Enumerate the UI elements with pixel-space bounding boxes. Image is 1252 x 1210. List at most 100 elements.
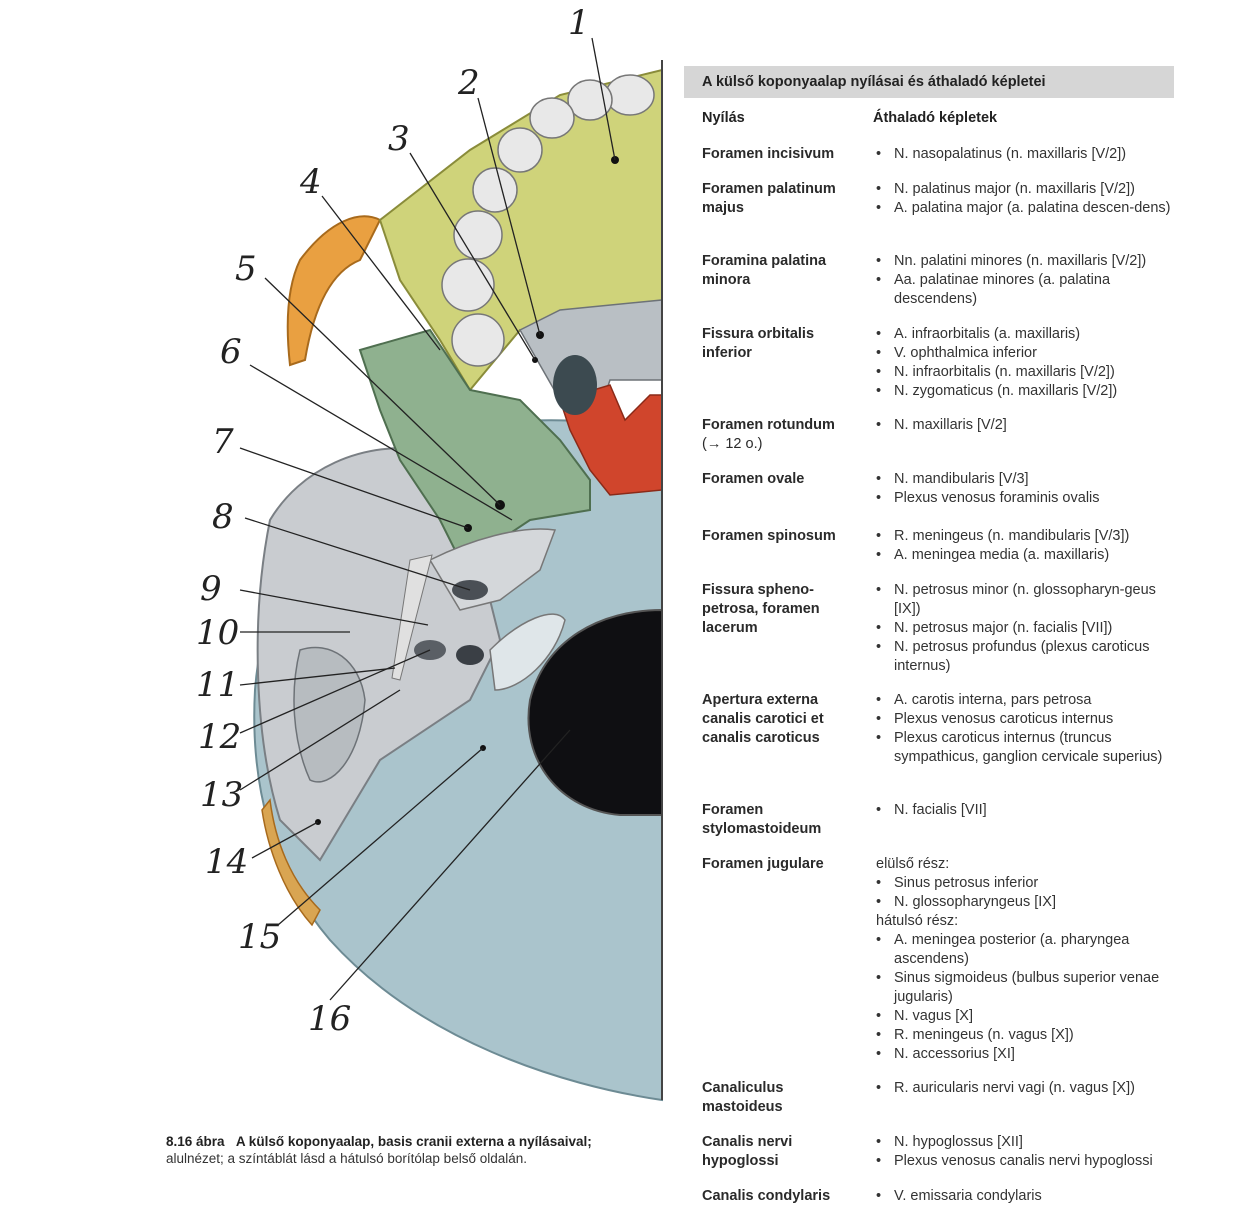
structure-item: N. petrosus minor (n. glossopharyn-geus … — [874, 581, 1184, 619]
skull-base-illustration — [239, 37, 663, 1102]
structures-list: A. carotis interna, pars petrosaPlexus v… — [874, 691, 1184, 767]
structures-list: N. hypoglossus [XII]Plexus venosus canal… — [874, 1133, 1184, 1171]
opening-name-text: Foramen incisivum — [702, 146, 835, 162]
structure-item: N. hypoglossus [XII] — [874, 1133, 1184, 1152]
structure-item: N. accessorius [XI] — [874, 1045, 1184, 1064]
jugular-foramen — [456, 645, 484, 665]
structure-item: R. auricularis nervi vagi (n. vagus [X]) — [874, 1079, 1184, 1098]
label-5: 5 — [235, 249, 257, 289]
opening-name-text: Foramen stylomastoideum — [702, 802, 822, 837]
opening-name: Foramen ovale — [702, 470, 862, 489]
zygomatic-bone — [286, 215, 382, 367]
opening-name-text: Foramen rotundum — [702, 417, 835, 433]
structure-item: A. palatina major (a. palatina descen-de… — [874, 199, 1184, 218]
structures-list: N. maxillaris [V/2] — [874, 416, 1184, 435]
structure-item: N. glossopharyngeus [IX] — [874, 893, 1184, 912]
structures-list: N. nasopalatinus (n. maxillaris [V/2]) — [874, 145, 1184, 164]
column-header-structures: Áthaladó képletek — [873, 110, 998, 126]
structure-item: N. maxillaris [V/2] — [874, 416, 1184, 435]
structures-list: V. emissaria condylaris — [874, 1187, 1184, 1206]
structure-item: A. meningea media (a. maxillaris) — [874, 546, 1184, 565]
structure-item: Plexus venosus caroticus internus — [874, 710, 1184, 729]
structure-item: R. meningeus (n. mandibularis [V/3]) — [874, 527, 1184, 546]
structure-item: A. meningea posterior (a. pharyngea asce… — [874, 931, 1184, 969]
opening-name-text: Canalis nervi hypoglossi — [702, 1134, 793, 1169]
structure-item: R. meningeus (n. vagus [X]) — [874, 1026, 1184, 1045]
label-13: 13 — [200, 775, 244, 815]
structure-item: Sinus petrosus inferior — [874, 874, 1184, 893]
structures-list: N. palatinus major (n. maxillaris [V/2])… — [874, 180, 1184, 218]
structure-item: Sinus sigmoideus (bulbus superior venae … — [874, 969, 1184, 1007]
structure-item: Plexus venosus foraminis ovalis — [874, 489, 1184, 508]
structure-item: Nn. palatini minores (n. maxillaris [V/2… — [874, 252, 1184, 271]
structures-list: R. auricularis nervi vagi (n. vagus [X]) — [874, 1079, 1184, 1098]
occipital-condyle — [489, 613, 566, 691]
opening-name: Fissura spheno-petrosa, foramen lacerum — [702, 581, 862, 638]
mastoid-process — [293, 646, 366, 783]
foramen-magnum — [527, 608, 663, 816]
structure-item: N. petrosus profundus (plexus caroticus … — [874, 638, 1184, 676]
structures-list: R. meningeus (n. mandibularis [V/3])A. m… — [874, 527, 1184, 565]
structure-item: Plexus venosus canalis nervi hypoglossi — [874, 1152, 1184, 1171]
structures-list: N. facialis [VII] — [874, 801, 1184, 820]
label-7: 7 — [212, 422, 234, 462]
skull-base-figure: 1 2 3 4 5 6 7 8 9 10 11 12 13 14 15 16 — [0, 0, 665, 1105]
opening-name-text: Foramen ovale — [702, 471, 805, 487]
caption-title: A külső koponyaalap, basis cranii extern… — [235, 1134, 592, 1149]
label-3: 3 — [388, 119, 410, 159]
structure-item: N. nasopalatinus (n. maxillaris [V/2]) — [874, 145, 1184, 164]
opening-note: (→ 12 o.) — [702, 436, 763, 452]
structure-subheading: hátulsó rész: — [876, 913, 959, 929]
structure-item: A. infraorbitalis (a. maxillaris) — [874, 325, 1184, 344]
table-title-bar: A külső koponyaalap nyílásai és áthaladó… — [684, 66, 1174, 98]
table-title: A külső koponyaalap nyílásai és áthaladó… — [702, 74, 1046, 90]
opening-name: Foramen spinosum — [702, 527, 862, 546]
structure-item: N. mandibularis [V/3] — [874, 470, 1184, 489]
label-16: 16 — [308, 999, 352, 1039]
structure-item: Plexus caroticus internus (truncus sympa… — [874, 729, 1184, 767]
structure-item: N. facialis [VII] — [874, 801, 1184, 820]
label-2: 2 — [458, 63, 480, 103]
label-6: 6 — [220, 332, 242, 372]
structure-item: Aa. palatinae minores (a. palatina desce… — [874, 271, 1184, 309]
label-11: 11 — [196, 665, 240, 705]
structure-item: N. petrosus major (n. facialis [VII]) — [874, 619, 1184, 638]
opening-name: Foramen stylomastoideum — [702, 801, 862, 839]
label-12: 12 — [198, 717, 242, 757]
structure-subheading: elülső rész: — [876, 856, 950, 872]
structures-list: Nn. palatini minores (n. maxillaris [V/2… — [874, 252, 1184, 309]
leader-lines — [239, 37, 616, 1001]
opening-name-text: Fissura spheno-petrosa, foramen lacerum — [702, 582, 820, 636]
opening-name-text: Canaliculus mastoideus — [702, 1080, 784, 1115]
opening-name: Fissura orbitalis inferior — [702, 325, 862, 363]
sphenoid-bone — [358, 328, 591, 562]
structure-item: N. infraorbitalis (n. maxillaris [V/2]) — [874, 363, 1184, 382]
structures-list: N. petrosus minor (n. glossopharyn-geus … — [874, 581, 1184, 676]
structures-list: elülső rész: Sinus petrosus inferiorN. gl… — [874, 855, 1184, 1064]
caption-figure-label: 8.16 ábra — [166, 1134, 225, 1149]
styloid-process — [391, 554, 433, 681]
label-14: 14 — [205, 842, 249, 882]
structures-list: A. infraorbitalis (a. maxillaris)V. opht… — [874, 325, 1184, 401]
structure-item: N. zygomaticus (n. maxillaris [V/2]) — [874, 382, 1184, 401]
opening-name-text: Canalis condylaris — [702, 1188, 831, 1204]
opening-name: Foramen incisivum — [702, 145, 862, 164]
opening-name-text: Foramen jugulare — [702, 856, 824, 872]
opening-name-text: Foramen spinosum — [702, 528, 836, 544]
opening-name: Apertura externa canalis carotici et can… — [702, 691, 862, 748]
opening-name: Canaliculus mastoideus — [702, 1079, 862, 1117]
opening-name-text: Foramen palatinum majus — [702, 181, 836, 216]
label-1: 1 — [568, 3, 590, 43]
opening-name: Foramen palatinum majus — [702, 180, 862, 218]
structure-item: V. emissaria condylaris — [874, 1187, 1184, 1206]
label-9: 9 — [200, 569, 222, 609]
opening-name: Foramen jugulare — [702, 855, 862, 874]
opening-name-text: Fissura orbitalis inferior — [702, 326, 815, 361]
structure-item: N. palatinus major (n. maxillaris [V/2]) — [874, 180, 1184, 199]
label-15: 15 — [238, 917, 282, 957]
structure-item: A. carotis interna, pars petrosa — [874, 691, 1184, 710]
column-header-opening: Nyílás — [702, 110, 745, 126]
opening-name: Foramen rotundum (→ 12 o.) — [702, 416, 862, 454]
opening-name-text: Apertura externa canalis carotici et can… — [702, 692, 824, 746]
structure-item: N. vagus [X] — [874, 1007, 1184, 1026]
